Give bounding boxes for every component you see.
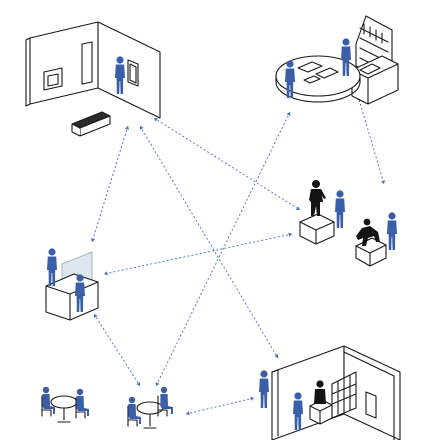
cafe-scene [41, 386, 173, 429]
flow-connection-6 [103, 232, 293, 276]
wall-painting-left [43, 67, 63, 91]
flow-connection-4 [356, 95, 386, 185]
reception-scene [275, 15, 399, 105]
doorway [81, 41, 93, 85]
bench [71, 111, 111, 137]
statue-animal [356, 218, 380, 246]
flow-connection-8 [185, 396, 255, 416]
statue-standing [309, 180, 326, 216]
info-counter-scene [45, 248, 99, 321]
flow-connection-3 [139, 125, 279, 359]
flow-connection-7 [93, 313, 141, 387]
cafe-table-center [127, 386, 173, 429]
sculpture-scene [299, 180, 397, 267]
statue-display [314, 380, 326, 404]
flow-connections [90, 95, 386, 416]
flow-connection-5 [155, 111, 291, 387]
flow-connection-1 [90, 125, 130, 243]
counter-desk [45, 273, 99, 321]
gallery-room-scene [25, 21, 161, 137]
visitor-display-a [259, 370, 269, 408]
cafe-table-left [41, 386, 89, 423]
visitor-sculpture-a [335, 190, 345, 228]
visitor-sculpture-b [387, 212, 397, 250]
display-room-scene [259, 345, 401, 440]
staff-info-desk [47, 248, 57, 286]
flow-connection-2 [153, 117, 301, 211]
